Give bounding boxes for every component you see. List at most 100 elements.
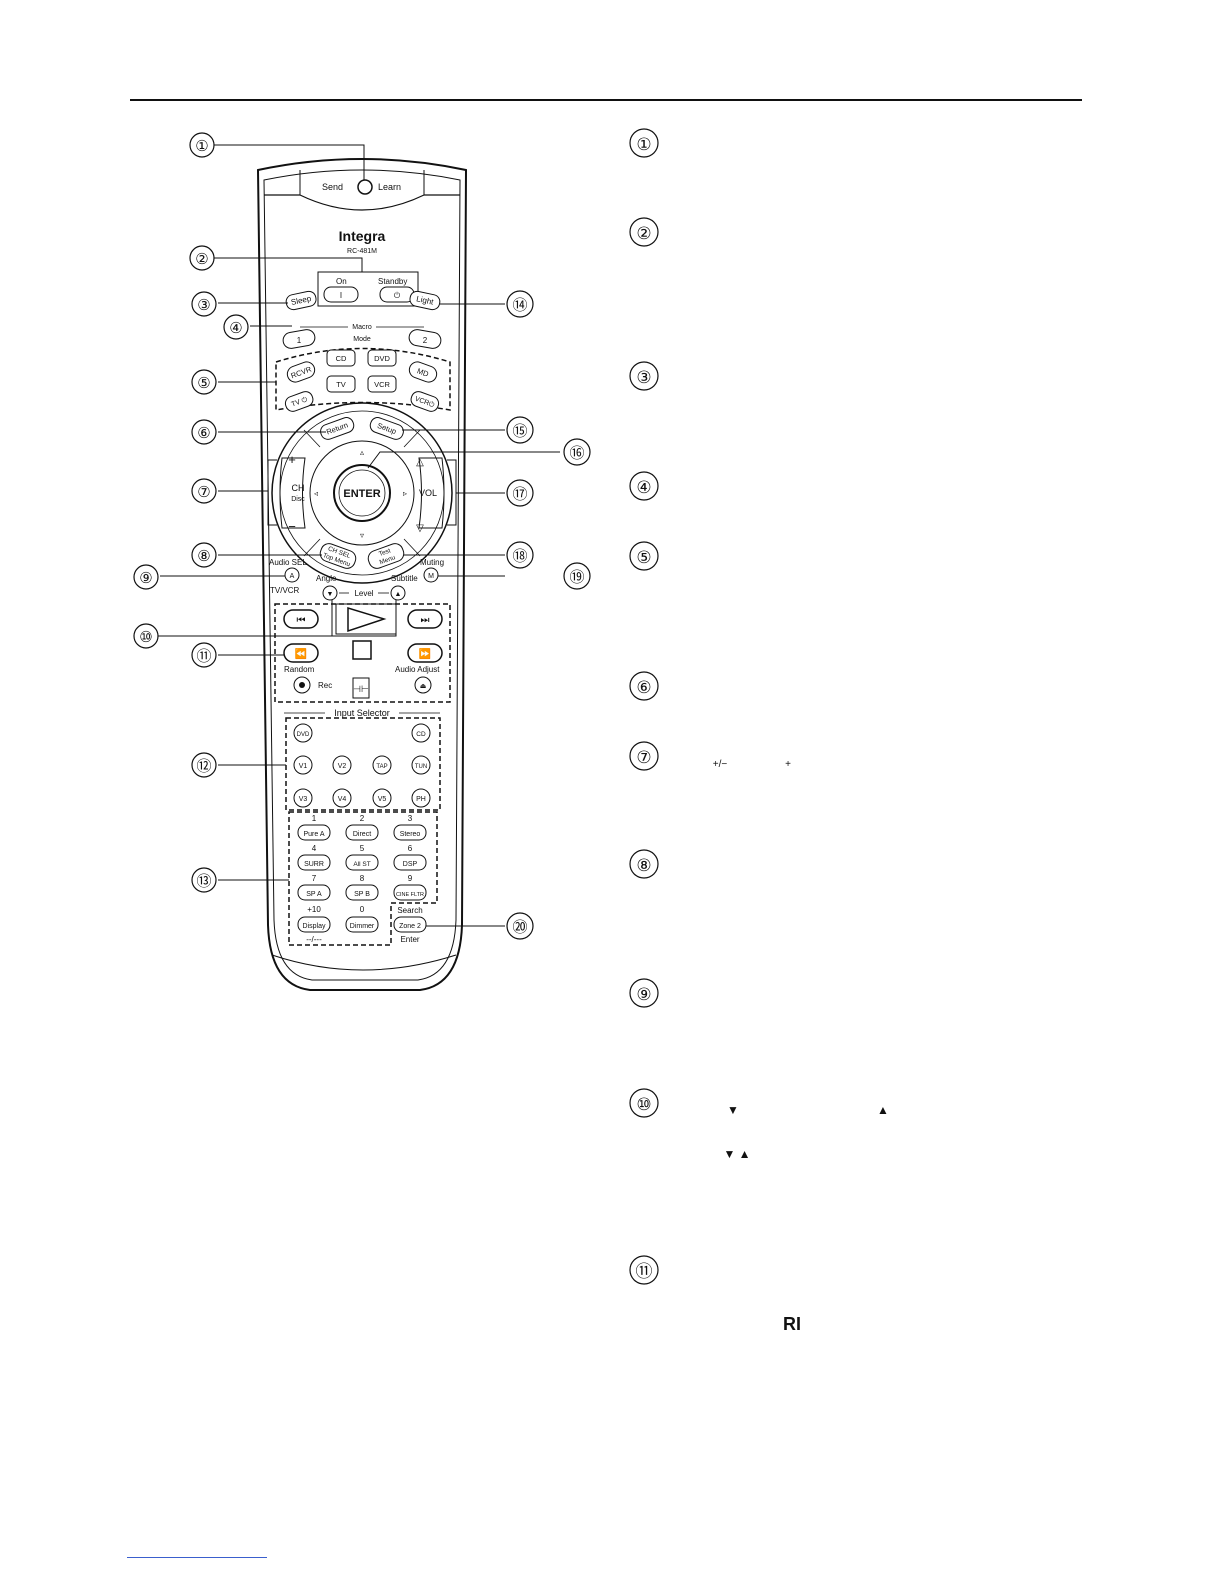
all-st-button[interactable]: [345, 854, 379, 871]
macro-1-label: 1: [297, 336, 302, 345]
sleep-button[interactable]: [285, 290, 317, 311]
input-v1-button[interactable]: [293, 755, 313, 775]
macro-1-button[interactable]: [282, 328, 316, 349]
macro-2-button[interactable]: [408, 328, 442, 349]
light-label: Light: [415, 294, 435, 307]
eject-button[interactable]: [414, 676, 432, 694]
input-v4-button[interactable]: [332, 788, 352, 808]
learn-label: Learn: [378, 182, 401, 192]
on-button[interactable]: [323, 286, 359, 303]
level-up-button[interactable]: [390, 585, 406, 601]
input-dvd-button[interactable]: [293, 723, 313, 743]
tv-power-button[interactable]: [283, 390, 314, 414]
display-button[interactable]: [297, 916, 331, 933]
sp-a-button[interactable]: [297, 884, 331, 901]
standby-icon: ⏻: [394, 291, 401, 300]
rewind-button[interactable]: [283, 643, 319, 663]
direct-button[interactable]: [345, 824, 379, 841]
mode-cd-button[interactable]: [326, 349, 356, 367]
audio-sel-label: Audio SEL: [269, 558, 307, 567]
fast-forward-icon: ⏩: [419, 647, 431, 660]
tv-vcr-label: TV/VCR: [270, 586, 300, 595]
vol-down-icon[interactable]: ▽: [416, 523, 424, 534]
level-down-button[interactable]: [322, 585, 338, 601]
callout-16: ⑯: [569, 445, 584, 462]
callout-4: ④: [229, 320, 242, 337]
mode-dvd-label: DVD: [374, 354, 390, 363]
m-button[interactable]: [423, 567, 439, 583]
mode-cd-label: CD: [336, 354, 347, 363]
callout-12: ⑫: [196, 758, 211, 775]
prev-track-button[interactable]: [283, 609, 319, 629]
setup-button[interactable]: [368, 416, 405, 442]
ch-plus-icon[interactable]: +: [288, 452, 296, 467]
ch-minus-icon[interactable]: −: [288, 519, 296, 534]
callout-19: ⑲: [569, 569, 584, 586]
next-track-button[interactable]: [407, 609, 443, 629]
right-arrow-icon[interactable]: ▹: [403, 489, 407, 498]
fast-forward-button[interactable]: [407, 643, 443, 663]
vol-up-icon[interactable]: △: [416, 457, 424, 468]
enter-button[interactable]: [333, 464, 391, 522]
zone2-button[interactable]: [393, 916, 427, 933]
callout-20: ⑳: [512, 919, 527, 936]
on-label: On: [336, 277, 347, 286]
callout-5: ⑤: [197, 375, 210, 392]
mode-dvd-button[interactable]: [367, 349, 397, 367]
input-v5-label: V5: [378, 796, 387, 803]
mode-tv-button[interactable]: [326, 375, 356, 393]
number-0-label: 0: [360, 905, 365, 914]
dsp-button[interactable]: [393, 854, 427, 871]
input-tun-label: TUN: [415, 764, 427, 770]
input-dvd-label: DVD: [297, 732, 310, 738]
input-ph-button[interactable]: [411, 788, 431, 808]
subtitle-label: Subtitle: [391, 574, 418, 583]
left-arrow-icon[interactable]: ◃: [314, 489, 318, 498]
dimmer-button[interactable]: [345, 916, 379, 933]
stop-button[interactable]: [352, 640, 372, 660]
vcr-power-button[interactable]: [409, 390, 440, 414]
test-menu-button[interactable]: [366, 541, 406, 570]
callout-18: ⑱: [512, 548, 527, 565]
desc-number-4: ④: [636, 478, 651, 497]
callout-labels: ① ② ③ ④ ⑤ ⑥ ⑦ ⑧ ⑨ ⑩ ⑪ ⑫ ⑬ ⑭ ⑮ ⑯ ⑰ ⑱: [133, 132, 591, 940]
mode-rcvr-button[interactable]: [285, 360, 317, 385]
stereo-button[interactable]: [393, 824, 427, 841]
surr-button[interactable]: [297, 854, 331, 871]
leader-lines: [158, 144, 560, 927]
down-arrow-icon[interactable]: ▿: [360, 531, 364, 540]
play-button[interactable]: [347, 606, 387, 633]
input-v2-button[interactable]: [332, 755, 352, 775]
send-learn-switch[interactable]: [357, 179, 373, 195]
input-tun-button[interactable]: [411, 755, 431, 775]
mode-vcr-button[interactable]: [367, 375, 397, 393]
desc-number-6: ⑥: [636, 678, 651, 697]
input-v3-button[interactable]: [293, 788, 313, 808]
a-button[interactable]: [284, 567, 300, 583]
input-cd-button[interactable]: [411, 723, 431, 743]
header-rule: [130, 99, 1082, 101]
cine-fltr-button[interactable]: [393, 884, 427, 901]
callout-17: ⑰: [512, 486, 527, 503]
ch-sel-top-menu-button[interactable]: [318, 541, 358, 570]
number-3-label: 3: [408, 814, 413, 823]
light-button[interactable]: [409, 290, 441, 311]
display-label: Display: [303, 923, 326, 930]
pause-button[interactable]: [352, 677, 370, 699]
number-9-label: 9: [408, 874, 413, 883]
sp-b-button[interactable]: [345, 884, 379, 901]
footer-link-underline: [127, 1557, 267, 1558]
input-v5-button[interactable]: [372, 788, 392, 808]
input-buttons: DVD CD V1 V2 TAP TUN V3 V4 V5 PH: [293, 723, 431, 808]
mode-md-button[interactable]: [407, 360, 439, 385]
cine-fltr-label: CINE FLTR: [396, 892, 424, 898]
pure-a-button[interactable]: [297, 824, 331, 841]
macro-label: Macro: [352, 324, 372, 331]
return-button[interactable]: [319, 416, 356, 442]
callout-7: ⑦: [197, 484, 210, 501]
up-arrow-icon[interactable]: ▵: [360, 448, 364, 457]
input-tap-button[interactable]: [372, 755, 392, 775]
desc-10-up: ▲: [877, 1103, 889, 1117]
rec-icon: [299, 682, 305, 688]
test-label: Test: [378, 547, 392, 558]
